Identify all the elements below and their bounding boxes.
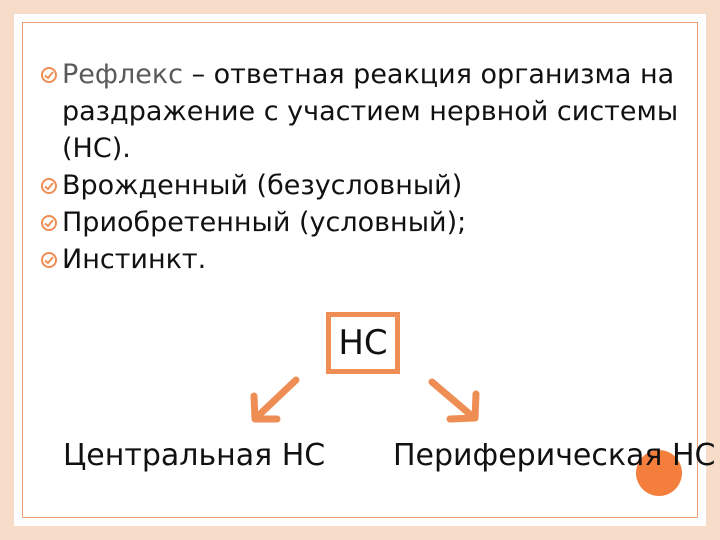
bullet-text: Приобретенный (условный); <box>62 207 467 238</box>
bullet-text: Врожденный (безусловный) <box>62 170 463 201</box>
arrow-down-left-icon <box>250 376 300 423</box>
decorative-dot <box>636 450 682 496</box>
arrow-down-right-icon <box>428 378 480 423</box>
bullet-icon <box>41 252 57 268</box>
bullet-item-instinct: Инстинкт. <box>40 241 680 278</box>
bullet-list: Рефлекс – ответная реакция организма на … <box>40 56 680 278</box>
bullet-item-reflex: Рефлекс – ответная реакция организма на … <box>40 56 680 167</box>
slide-background <box>14 14 706 526</box>
term-reflex: Рефлекс <box>62 59 183 90</box>
bullet-icon <box>41 178 57 194</box>
bullet-icon <box>41 67 57 83</box>
central-ns-label: Центральная НС <box>63 438 326 473</box>
bullet-text: Инстинкт. <box>62 244 207 275</box>
bullet-item-innate: Врожденный (безусловный) <box>40 167 680 204</box>
center-label: НС <box>338 323 388 363</box>
peripheral-ns-label: Периферическая НС <box>393 438 716 473</box>
bullet-item-acquired: Приобретенный (условный); <box>40 204 680 241</box>
nervous-system-box: НС <box>326 312 400 374</box>
reflex-definition: – ответная реакция организма на раздраже… <box>62 59 679 164</box>
bullet-icon <box>41 215 57 231</box>
